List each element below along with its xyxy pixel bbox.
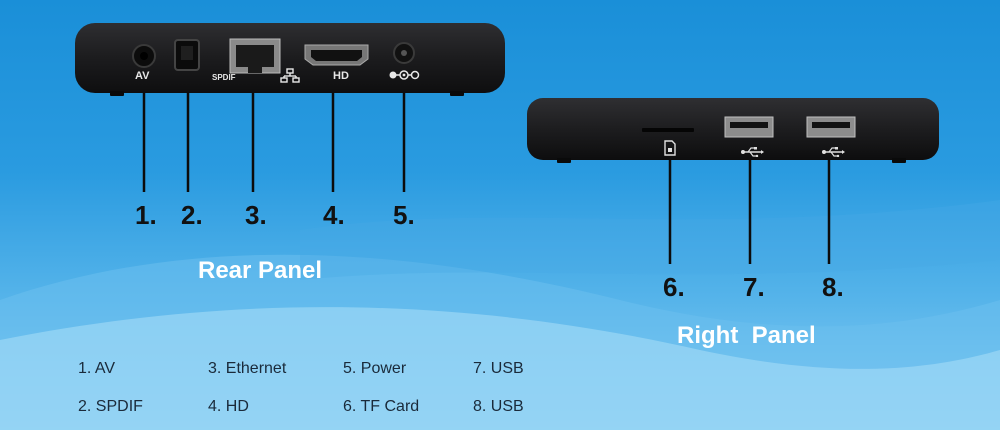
usb-icon	[741, 147, 764, 157]
legend-item-usb-7: 7. USB	[473, 360, 524, 377]
rear-panel-title: Rear Panel	[198, 257, 323, 284]
right-panel-title: Right Panel	[677, 322, 816, 349]
network-icon	[280, 68, 300, 83]
rear-number-4: 4.	[323, 200, 345, 230]
av-port-label: AV	[135, 70, 150, 82]
rear-foot-left	[110, 91, 124, 96]
legend-item-tf-card: 6. TF Card	[343, 398, 420, 415]
dc-power-icon	[389, 70, 420, 80]
legend-item-power: 5. Power	[343, 360, 407, 377]
right-number-6: 6.	[663, 272, 685, 302]
right-foot-right	[892, 158, 906, 163]
hd-port-label: HD	[333, 70, 349, 82]
spdif-port-label: SPDIF	[212, 73, 236, 82]
rear-number-2: 2.	[181, 200, 203, 230]
legend-item-av: 1. AV	[78, 360, 116, 377]
legend-item-ethernet: 3. Ethernet	[208, 360, 287, 377]
tf-card-slot	[642, 128, 694, 132]
usb-icon	[822, 147, 845, 157]
right-number-7: 7.	[743, 272, 765, 302]
rear-foot-right	[450, 91, 464, 96]
legend-item-usb-8: 8. USB	[473, 398, 524, 415]
rear-number-3: 3.	[245, 200, 267, 230]
rear-number-1: 1.	[135, 200, 157, 230]
right-device	[527, 98, 939, 163]
legend-item-hd: 4. HD	[208, 398, 249, 415]
legend-item-spdif: 2. SPDIF	[78, 398, 143, 415]
right-number-8: 8.	[822, 272, 844, 302]
right-foot-left	[557, 158, 571, 163]
sd-card-icon	[664, 140, 676, 156]
rear-number-5: 5.	[393, 200, 415, 230]
